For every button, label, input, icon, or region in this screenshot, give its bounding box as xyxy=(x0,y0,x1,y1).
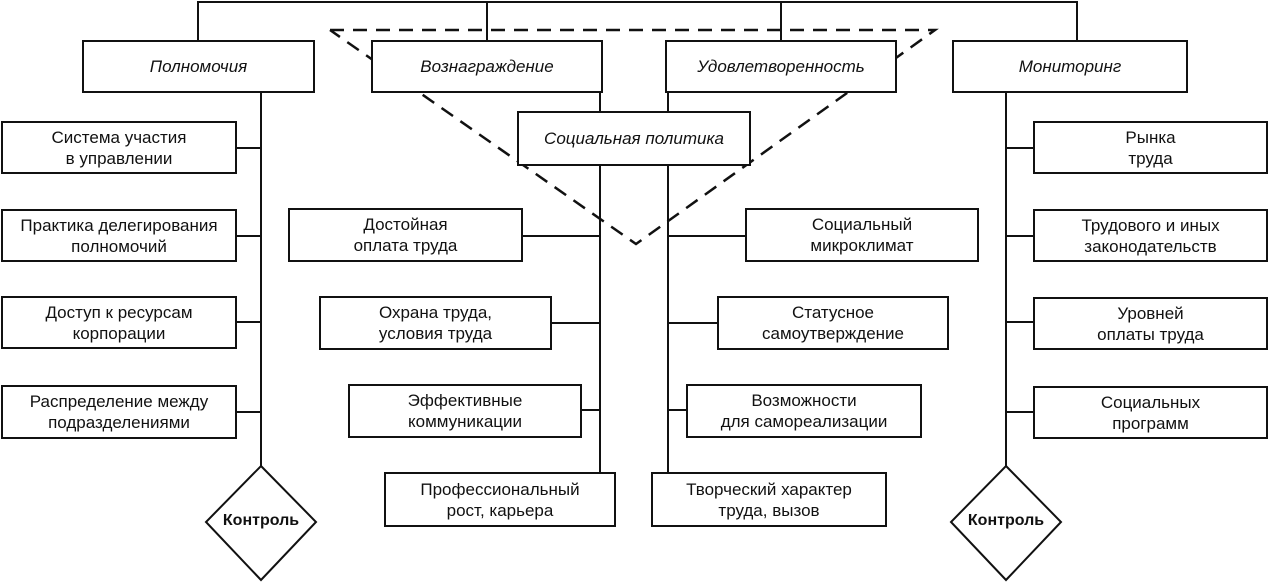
monitoring-item: Социальных программ xyxy=(1033,386,1268,439)
control-label-left: Контроль xyxy=(222,512,300,529)
reward-item-label: Эффективные коммуникации xyxy=(407,391,523,431)
reward-item: Достойная оплата труда xyxy=(288,208,523,262)
control-diamond-left xyxy=(204,464,318,582)
satisfaction-item: Статусное самоутверждение xyxy=(717,296,949,350)
monitoring-label: Мониторинг xyxy=(1018,57,1122,76)
satisfaction-label: Удовлетворенность xyxy=(697,57,865,76)
monitoring-item-label: Уровней оплаты труда xyxy=(1097,303,1204,344)
monitoring-item-label: Рынка труда xyxy=(1125,127,1176,168)
authority-item: Система участия в управлении xyxy=(1,121,237,174)
reward-block: Вознаграждение xyxy=(371,40,603,93)
satisfaction-item: Возможности для самореализации xyxy=(686,384,922,438)
authority-item-label: Распределение между подразделениями xyxy=(29,392,209,432)
monitoring-item-label: Трудового и иных законодательств xyxy=(1081,215,1220,256)
satisfaction-item-label: Социальный микроклимат xyxy=(810,215,914,255)
satisfaction-item-label: Творческий характер труда, вызов xyxy=(686,479,852,520)
authority-item: Доступ к ресурсам корпорации xyxy=(1,296,237,349)
satisfaction-item: Творческий характер труда, вызов xyxy=(651,472,887,527)
reward-item: Профессиональный рост, карьера xyxy=(384,472,616,527)
satisfaction-item: Социальный микроклимат xyxy=(745,208,979,262)
reward-label: Вознаграждение xyxy=(420,57,554,76)
authority-item-label: Практика делегирования полномочий xyxy=(20,215,218,256)
reward-item: Охрана труда, условия труда xyxy=(319,296,552,350)
authority-item: Распределение между подразделениями xyxy=(1,385,237,439)
authority-block: Полномочия xyxy=(82,40,315,93)
social-policy-label: Социальная политика xyxy=(544,129,724,148)
reward-item: Эффективные коммуникации xyxy=(348,384,582,438)
monitoring-item-label: Социальных программ xyxy=(1100,392,1201,433)
monitoring-block: Мониторинг xyxy=(952,40,1188,93)
reward-item-label: Охрана труда, условия труда xyxy=(378,303,493,343)
satisfaction-item-label: Возможности для самореализации xyxy=(720,391,888,431)
monitoring-item: Уровней оплаты труда xyxy=(1033,297,1268,350)
reward-item-label: Профессиональный рост, карьера xyxy=(420,479,580,520)
monitoring-item: Трудового и иных законодательств xyxy=(1033,209,1268,262)
control-label-right: Контроль xyxy=(967,512,1045,529)
authority-item: Практика делегирования полномочий xyxy=(1,209,237,262)
satisfaction-item-label: Статусное самоутверждение xyxy=(761,303,905,343)
control-diamond-right xyxy=(949,464,1063,582)
authority-label: Полномочия xyxy=(149,57,248,76)
authority-item-label: Доступ к ресурсам корпорации xyxy=(45,302,193,343)
reward-item-label: Достойная оплата труда xyxy=(353,215,458,255)
social-policy-block: Социальная политика xyxy=(517,111,751,166)
authority-item-label: Система участия в управлении xyxy=(51,127,187,168)
satisfaction-block: Удовлетворенность xyxy=(665,40,897,93)
monitoring-item: Рынка труда xyxy=(1033,121,1268,174)
